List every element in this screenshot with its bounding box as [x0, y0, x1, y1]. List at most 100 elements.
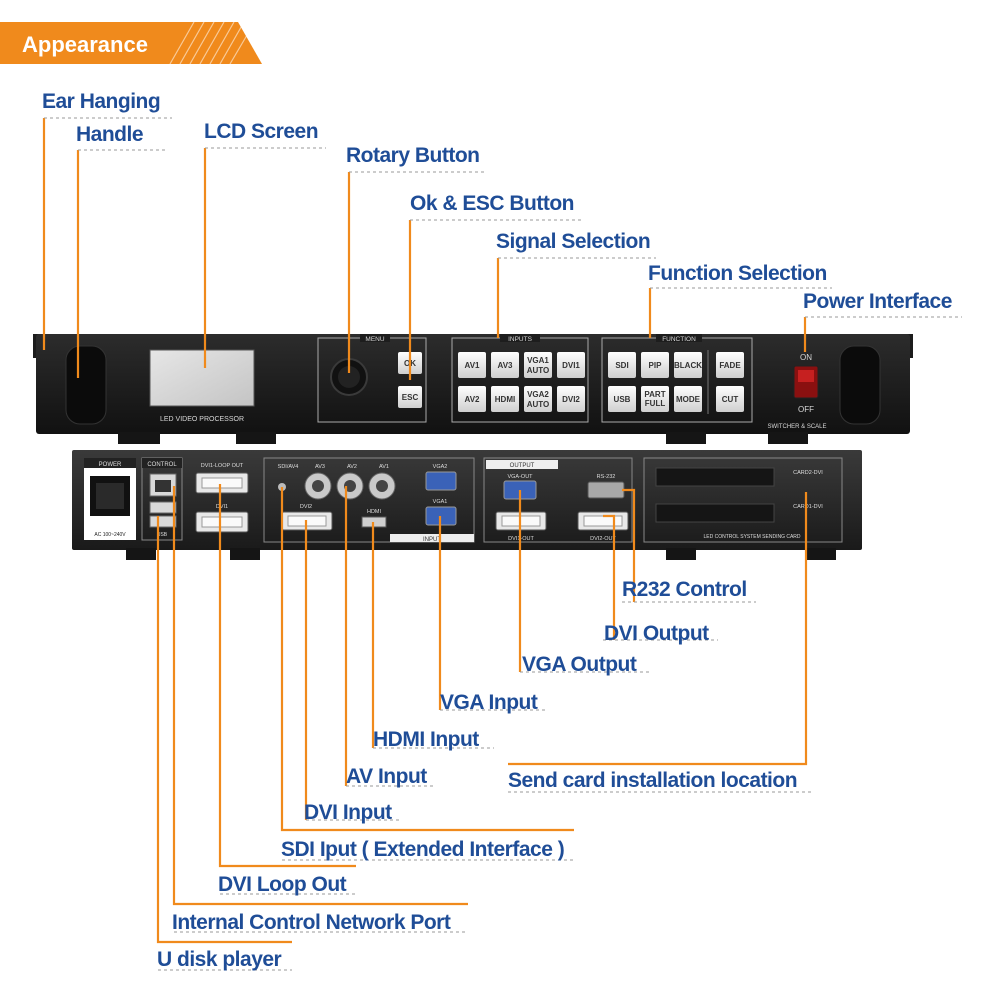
- svg-text:MODE: MODE: [676, 395, 701, 404]
- callout-r232-control: R232 Control: [622, 578, 747, 601]
- callout-dvi-input: DVI Input: [304, 801, 392, 824]
- callout-hdmi-input: HDMI Input: [373, 728, 479, 751]
- card-slot-1[interactable]: [655, 467, 775, 487]
- svg-text:DVI1: DVI1: [562, 361, 580, 370]
- leader-lines-bottom: [156, 484, 812, 971]
- cut-button[interactable]: CUT: [716, 386, 744, 412]
- dvi1-loop-out-label: DVI1-LOOP OUT: [201, 463, 244, 469]
- svg-text:AUTO: AUTO: [527, 400, 550, 409]
- callout-lcd-screen: LCD Screen: [204, 120, 318, 143]
- rear-hdmi-label: HDMI: [367, 509, 382, 515]
- function-group-label: FUNCTION: [662, 336, 696, 343]
- svg-text:BLACK: BLACK: [674, 361, 702, 370]
- leader-lines-top: [42, 117, 962, 380]
- svg-text:DVI2: DVI2: [562, 395, 580, 404]
- callout-av-input: AV Input: [346, 765, 427, 788]
- switcher-label: SWITCHER & SCALE: [767, 424, 826, 430]
- svg-text:PART: PART: [644, 390, 665, 399]
- callout-sdi-input: SDI Iput ( Extended Interface ): [281, 838, 564, 861]
- front-panel: LED VIDEO PROCESSOR MENU OK ESC INPUTS A…: [33, 334, 913, 444]
- rear-av2-label: AV2: [347, 464, 357, 470]
- av3-button[interactable]: AV3: [491, 352, 519, 378]
- callout-send-card: Send card installation location: [508, 769, 797, 792]
- rear-input-label: INPUT: [423, 537, 441, 543]
- av2-button[interactable]: AV2: [458, 386, 486, 412]
- black-button[interactable]: BLACK: [674, 352, 702, 378]
- power-on-label: ON: [800, 353, 812, 362]
- dvi2-button[interactable]: DVI2: [557, 386, 585, 412]
- fade-button[interactable]: FADE: [716, 352, 744, 378]
- device-label: LED VIDEO PROCESSOR: [160, 416, 244, 423]
- inputs-group-label: INPUTS: [508, 336, 533, 343]
- callout-power-interface: Power Interface: [803, 290, 952, 313]
- card1-dvi-label: CARD1-DVI: [793, 504, 823, 510]
- svg-text:FULL: FULL: [645, 399, 666, 408]
- rear-output-label: OUTPUT: [510, 463, 535, 469]
- svg-text:HDMI: HDMI: [495, 395, 515, 404]
- rear-vga1-label: VGA1: [433, 499, 448, 505]
- av1-button[interactable]: AV1: [458, 352, 486, 378]
- rear-dvi2-label: DVI2: [300, 504, 312, 510]
- rear-av1-label: AV1: [379, 464, 389, 470]
- dvi1-out-label: DVI1-OUT: [508, 536, 534, 542]
- callout-function-selection: Function Selection: [648, 262, 827, 285]
- esc-button[interactable]: ESC: [398, 386, 422, 408]
- callout-u-disk: U disk player: [157, 948, 282, 971]
- rear-dvi1-label: DVI1: [216, 504, 228, 510]
- mode-button[interactable]: MODE: [674, 386, 702, 412]
- rear-power-label: POWER: [99, 462, 122, 468]
- handle-left: [65, 345, 107, 425]
- callout-signal-selection: Signal Selection: [496, 230, 650, 253]
- sdi-av4-label: SDI/AV4: [278, 464, 299, 470]
- hdmi-button[interactable]: HDMI: [491, 386, 519, 412]
- send-card-label: LED CONTROL SYSTEM SENDING CARD: [703, 534, 800, 540]
- svg-text:ESC: ESC: [402, 393, 419, 402]
- callout-dvi-output: DVI Output: [604, 622, 709, 645]
- menu-group-label: MENU: [365, 336, 384, 343]
- vga-out-label: VGA-OUT: [507, 474, 533, 480]
- callout-network-port: Internal Control Network Port: [172, 911, 451, 934]
- callout-vga-output: VGA Output: [522, 653, 637, 676]
- rear-control-label: CONTROL: [147, 462, 177, 468]
- svg-text:VGA2: VGA2: [527, 390, 549, 399]
- pip-button[interactable]: PIP: [641, 352, 669, 378]
- svg-text:SDI: SDI: [615, 361, 628, 370]
- card2-dvi-label: CARD2-DVI: [793, 470, 823, 476]
- callout-dvi-loop-out: DVI Loop Out: [218, 873, 347, 896]
- dvi2-out-label: DVI2-OUT: [590, 536, 616, 542]
- appearance-title: Appearance: [22, 32, 148, 57]
- svg-text:AUTO: AUTO: [527, 366, 550, 375]
- rear-usb-label: USB: [157, 532, 168, 538]
- callout-rotary-button: Rotary Button: [346, 144, 480, 167]
- rear-av3-label: AV3: [315, 464, 325, 470]
- sdi-button[interactable]: SDI: [608, 352, 636, 378]
- svg-text:PIP: PIP: [649, 361, 663, 370]
- svg-text:USB: USB: [614, 395, 631, 404]
- rear-panel: POWER AC 100~240V CONTROL USB DVI1-LOOP …: [72, 450, 862, 560]
- power-off-label: OFF: [798, 405, 814, 414]
- card-slot-2[interactable]: [655, 503, 775, 523]
- svg-text:AV3: AV3: [498, 361, 514, 370]
- callout-vga-input: VGA Input: [440, 691, 538, 714]
- svg-text:VGA1: VGA1: [527, 356, 549, 365]
- vga2-port[interactable]: [425, 471, 457, 491]
- callout-handle: Handle: [76, 123, 143, 146]
- handle-right: [839, 345, 881, 425]
- callout-labels: Ear Hanging Handle LCD Screen Rotary But…: [42, 90, 952, 971]
- rs232-label: RS-232: [597, 474, 616, 480]
- svg-text:AV1: AV1: [465, 361, 481, 370]
- dvi1-button[interactable]: DVI1: [557, 352, 585, 378]
- rear-vga2-label: VGA2: [433, 464, 448, 470]
- lcd-screen: [149, 349, 255, 407]
- usb-port-1[interactable]: [149, 501, 177, 514]
- rs232-port[interactable]: [587, 481, 625, 499]
- svg-text:FADE: FADE: [719, 361, 741, 370]
- usb-port-2[interactable]: [149, 515, 177, 528]
- callout-ear-hanging: Ear Hanging: [42, 90, 160, 113]
- usb-button[interactable]: USB: [608, 386, 636, 412]
